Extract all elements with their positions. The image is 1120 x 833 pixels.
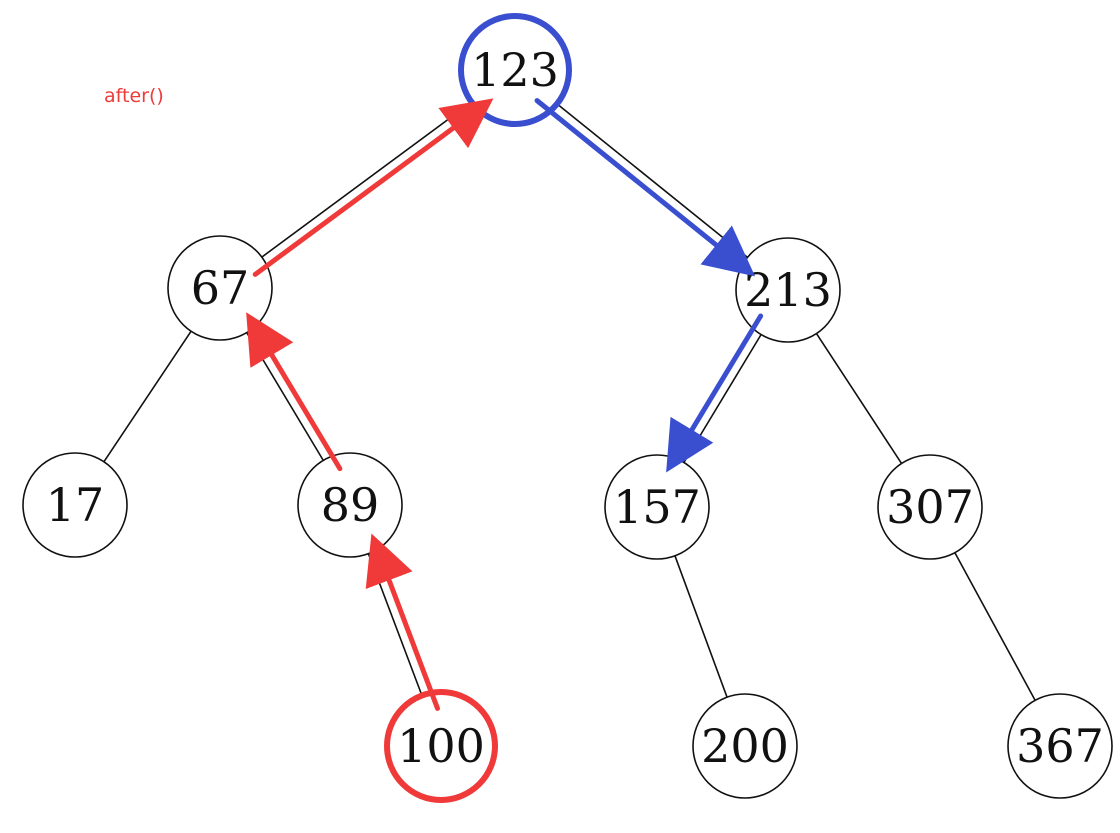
highlight-ring-n100 xyxy=(384,689,498,803)
tree-node-307: 307 xyxy=(877,454,983,560)
arrow-n213-to-n157 xyxy=(666,313,764,473)
node-label: 213 xyxy=(744,263,832,317)
tree-node-200: 200 xyxy=(692,693,798,799)
edge-n213-n157 xyxy=(683,334,762,463)
edge-n213-n307 xyxy=(815,333,903,464)
edge-n307-n367 xyxy=(954,552,1036,701)
node-label: 89 xyxy=(321,478,380,532)
node-circle xyxy=(692,693,798,799)
node-label: 307 xyxy=(886,480,974,534)
node-circle xyxy=(22,452,128,558)
node-circle xyxy=(297,452,403,558)
caption-label: after() xyxy=(104,85,164,107)
node-label: 200 xyxy=(701,719,789,773)
tree-node-67: 67 xyxy=(167,235,273,341)
edge-n89-n100 xyxy=(367,553,424,698)
arrow-n67-to-n123 xyxy=(252,98,494,277)
edge-n67-n17 xyxy=(103,330,192,463)
tree-node-367: 367 xyxy=(1007,693,1113,799)
node-label: 157 xyxy=(613,480,701,534)
tree-edges xyxy=(103,100,1036,701)
arrow-n100-to-n89 xyxy=(365,533,440,711)
node-circle xyxy=(604,454,710,560)
edge-n123-n67 xyxy=(261,100,474,258)
tree-nodes: 123 67 213 17 89 157 307 100 200 367 xyxy=(22,17,1113,799)
node-circle xyxy=(877,454,983,560)
tree-node-123: 123 xyxy=(462,17,568,123)
tree-node-17: 17 xyxy=(22,452,128,558)
edge-n157-n200 xyxy=(674,555,728,698)
node-label: 367 xyxy=(1016,719,1104,773)
tree-node-157: 157 xyxy=(604,454,710,560)
arrow-n89-to-n67 xyxy=(246,312,343,472)
node-label: 67 xyxy=(191,261,250,315)
edge-n123-n213 xyxy=(554,102,749,258)
node-label: 100 xyxy=(397,719,485,773)
node-label: 123 xyxy=(471,43,559,97)
node-label: 17 xyxy=(46,478,105,532)
edge-n67-n89 xyxy=(246,332,324,461)
node-circle xyxy=(167,235,273,341)
traversal-arrows xyxy=(246,98,764,711)
arrow-n123-to-n213 xyxy=(534,98,756,277)
node-highlights xyxy=(384,13,572,803)
highlight-ring-n123 xyxy=(458,13,572,127)
node-circle xyxy=(1007,693,1113,799)
tree-node-89: 89 xyxy=(297,452,403,558)
